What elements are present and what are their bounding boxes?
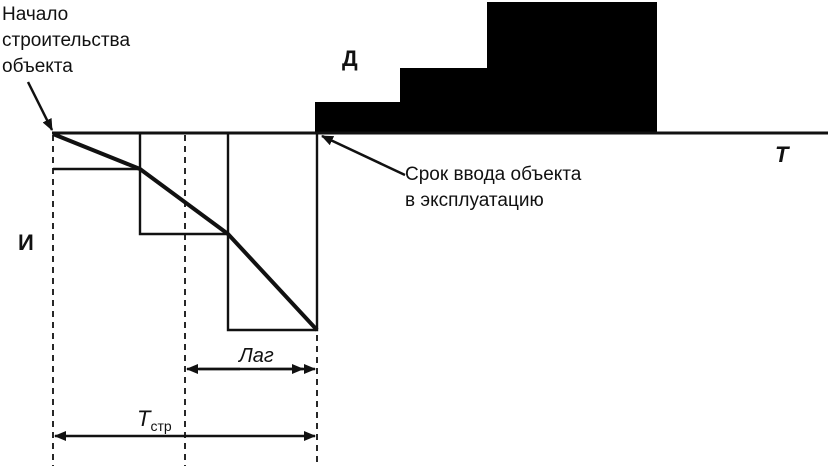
- time-axis-label: T: [775, 142, 790, 167]
- construction-period-label: Tстр: [137, 406, 172, 434]
- start-label-line1: Начало: [2, 4, 68, 25]
- investment-label: И: [18, 230, 34, 255]
- investment-step-2: [138, 133, 230, 236]
- cumulative-investment-line: [52, 132, 319, 332]
- commission-pointer-arrow: [321, 134, 406, 177]
- commission-label-line1: Срок ввода объекта: [405, 164, 582, 185]
- construction-period-t: T: [137, 406, 152, 431]
- lag-label: Лаг: [237, 345, 274, 367]
- income-staircase: [315, 2, 657, 133]
- investment-step-3: [226, 133, 319, 332]
- construction-period-subscript: стр: [150, 418, 171, 434]
- start-label-line2: строительства: [2, 30, 130, 51]
- commission-label-line2: в эксплуатацию: [405, 190, 544, 211]
- income-label: Д: [342, 46, 358, 71]
- start-label-line3: объекта: [2, 56, 73, 77]
- start-pointer-arrow: [26, 81, 54, 131]
